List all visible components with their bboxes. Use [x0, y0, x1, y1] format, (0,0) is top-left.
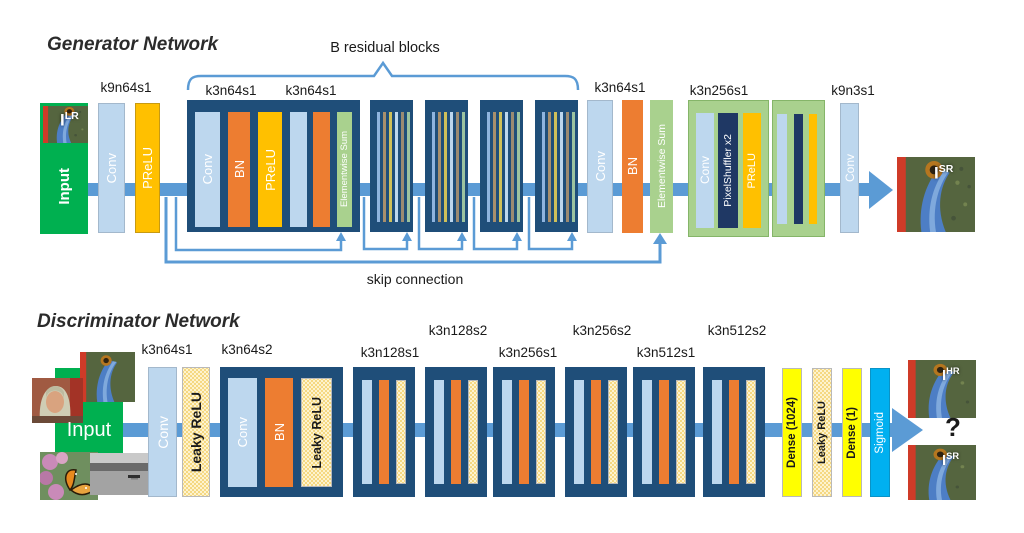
feather-photo-icon: [897, 157, 975, 232]
generator-conv1: Conv: [98, 103, 125, 233]
res-conv2: [290, 112, 307, 227]
skip-arrow-final-icon: [653, 233, 667, 244]
feather-photo-icon: [43, 106, 88, 143]
skip-connection-label: skip connection: [366, 271, 464, 287]
residual-block-compressed: [535, 100, 578, 232]
res-bn: BN: [228, 112, 250, 227]
disc-block-k3n256s1: [493, 367, 555, 497]
disc-sigmoid: Sigmoid: [870, 368, 890, 497]
label-res-k3n64s1-b: k3n64s1: [285, 83, 337, 98]
sr-image-label: ISR: [942, 451, 960, 469]
discriminator-input-label: Input: [66, 419, 112, 441]
generator-output-image: [897, 157, 975, 232]
input-photo-lake: [90, 453, 155, 495]
label-k3n256s1: k3n256s1: [689, 83, 749, 98]
generator-output-arrow-icon: [869, 171, 893, 209]
generator-prelu1: PReLU: [135, 103, 160, 233]
disc-block-k3n64s2: Conv BN Leaky ReLU: [220, 367, 343, 497]
label-k9n3s1: k9n3s1: [831, 83, 875, 98]
generator-input-image: [43, 106, 88, 143]
label-k3n64s1: k3n64s1: [141, 342, 193, 357]
label-k3n512s2: k3n512s2: [707, 323, 767, 338]
generator-output-image-label: ISR: [934, 163, 954, 183]
skip-arrow-icon: [336, 232, 346, 241]
input-photo-butterfly: [40, 452, 98, 500]
residual-block-compressed: [480, 100, 523, 232]
generator-title: Generator Network: [47, 34, 219, 55]
label-k3n512s1: k3n512s1: [636, 345, 696, 360]
hr-image-label: IHR: [942, 366, 960, 384]
residual-block-compressed: [370, 100, 413, 232]
label-post-k3n64s1: k3n64s1: [594, 80, 646, 95]
generator-post-conv: Conv: [587, 100, 613, 233]
feather-photo-icon: [908, 360, 976, 418]
disc-dense-1: Dense (1): [842, 368, 862, 497]
residual-block-compressed: [425, 100, 468, 232]
res-elementwise-sum: Elementwise Sum: [337, 112, 352, 227]
res-conv: Conv: [195, 112, 220, 227]
generator-input-label: Input: [55, 168, 73, 205]
disc-block-k3n512s2: [703, 367, 765, 497]
butterfly-photo-icon: [40, 452, 98, 500]
generator-input-image-label: ILR: [60, 110, 79, 130]
generator-post-bn: BN: [622, 100, 643, 233]
upsample-block-1: Conv PixelShuffler x2 PReLU: [688, 100, 769, 237]
label-k3n64s2: k3n64s2: [221, 342, 273, 357]
res-prelu: PReLU: [258, 112, 282, 227]
residual-blocks-brace-label: B residual blocks: [330, 40, 440, 56]
disc-block-k3n128s1: [353, 367, 415, 497]
disc-block-bn: BN: [265, 378, 293, 487]
generator-final-elementwise-sum: Elementwise Sum: [650, 100, 673, 233]
discriminator-sr-image: [908, 445, 976, 500]
question-mark: ?: [945, 412, 961, 442]
label-k9n64s1: k9n64s1: [100, 80, 152, 95]
upsample-block-2: [772, 100, 825, 237]
disc-block-k3n128s2: [425, 367, 487, 497]
up-prelu: PReLU: [743, 113, 761, 228]
up-pixelshuffler: PixelShuffler x2: [718, 113, 738, 228]
up-conv: Conv: [696, 113, 714, 228]
disc-block-leakyrelu: Leaky ReLU: [301, 378, 332, 487]
disc-leakyrelu1: Leaky ReLU: [182, 367, 210, 497]
res-bn2: [313, 112, 330, 227]
label-k3n256s2: k3n256s2: [572, 323, 632, 338]
disc-dense-1024: Dense (1024): [782, 368, 802, 497]
lake-photo-icon: [90, 453, 155, 495]
label-k3n128s1: k3n128s1: [360, 345, 420, 360]
disc-leakyrelu-head: Leaky ReLU: [812, 368, 832, 497]
feather-photo-icon: [908, 445, 976, 500]
disc-block-conv: Conv: [228, 378, 257, 487]
disc-conv1: Conv: [148, 367, 177, 497]
discriminator-title: Discriminator Network: [37, 311, 240, 332]
input-photo-portrait: [32, 378, 83, 423]
label-k3n256s1: k3n256s1: [498, 345, 558, 360]
portrait-photo-icon: [32, 378, 83, 423]
input-photo-feather: [80, 352, 135, 402]
disc-block-k3n512s1: [633, 367, 695, 497]
residual-block-expanded: Conv BN PReLU Elementwise Sum: [187, 100, 360, 232]
label-k3n128s2: k3n128s2: [428, 323, 488, 338]
generator-output-conv: Conv: [840, 103, 859, 233]
discriminator-hr-image: [908, 360, 976, 418]
disc-block-k3n256s2: [565, 367, 627, 497]
feather-photo-icon: [80, 352, 135, 402]
